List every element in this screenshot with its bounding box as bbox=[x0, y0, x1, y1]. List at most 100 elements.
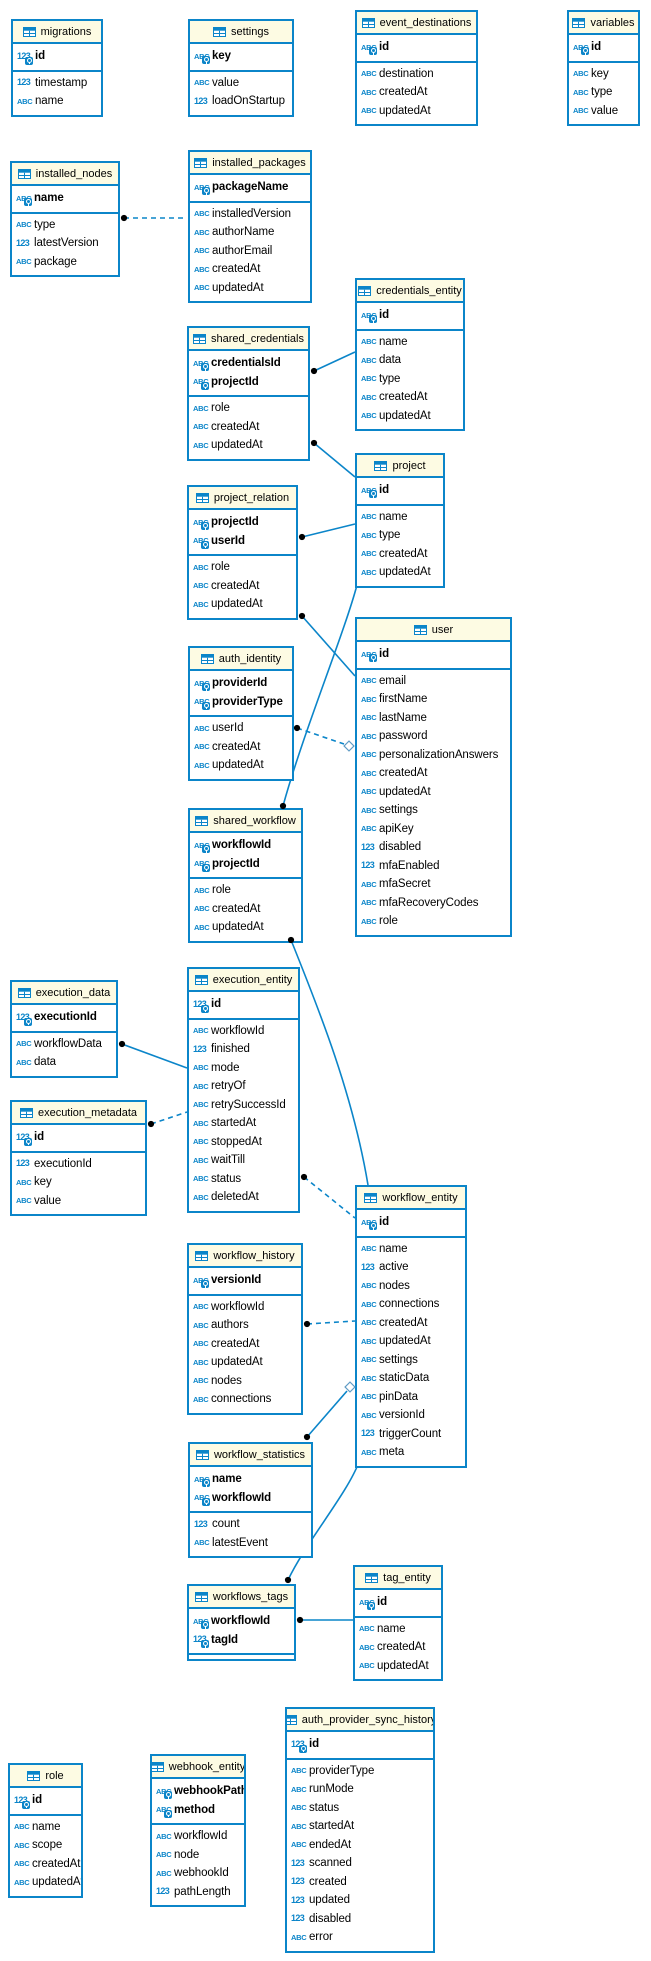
table-header[interactable]: migrations bbox=[13, 21, 101, 44]
table-tag_entity[interactable]: tag_entityABCidABCnameABCcreatedAtABCupd… bbox=[353, 1565, 443, 1681]
primary-key-row[interactable]: ABCid bbox=[357, 306, 463, 325]
table-header[interactable]: installed_nodes bbox=[12, 163, 118, 186]
table-header[interactable]: user bbox=[357, 619, 510, 642]
table-workflow_history[interactable]: workflow_historyABCversionIdABCworkflowI… bbox=[187, 1243, 303, 1415]
table-workflows_tags[interactable]: workflows_tagsABCworkflowId123tagId bbox=[187, 1584, 296, 1661]
table-header[interactable]: execution_metadata bbox=[12, 1102, 145, 1125]
table-header[interactable]: shared_workflow bbox=[190, 810, 301, 833]
primary-key-row[interactable]: ABCid bbox=[357, 1213, 465, 1232]
table-credentials_entity[interactable]: credentials_entityABCidABCnameABCdataABC… bbox=[355, 278, 465, 431]
table-header[interactable]: installed_packages bbox=[190, 152, 310, 175]
table-header[interactable]: shared_credentials bbox=[189, 328, 308, 351]
table-header[interactable]: project bbox=[357, 455, 443, 478]
table-shared_credentials[interactable]: shared_credentialsABCcredentialsIdABCpro… bbox=[187, 326, 310, 461]
primary-key-row[interactable]: ABCid bbox=[357, 38, 476, 57]
table-installed_nodes[interactable]: installed_nodesABCnameABCtype123latestVe… bbox=[10, 161, 120, 277]
primary-key-row[interactable]: ABCpackageName bbox=[190, 178, 310, 197]
relationship-line-project_relation-project[interactable] bbox=[301, 523, 356, 538]
relationship-line-workflow_history-workflow_entity[interactable] bbox=[306, 1320, 356, 1325]
table-header[interactable]: workflows_tags bbox=[189, 1586, 294, 1609]
table-workflow_entity[interactable]: workflow_entityABCidABCname123activeABCn… bbox=[355, 1185, 467, 1468]
primary-key-row[interactable]: ABCproviderId bbox=[190, 674, 292, 693]
table-project[interactable]: projectABCidABCnameABCtypeABCcreatedAtAB… bbox=[355, 453, 445, 588]
relationship-line-shared_credentials-project[interactable] bbox=[313, 442, 356, 478]
relationship-line-execution_data-execution_entity[interactable] bbox=[121, 1043, 188, 1069]
table-header[interactable]: execution_data bbox=[12, 982, 116, 1005]
relationship-line-execution_entity-workflow_entity[interactable] bbox=[303, 1176, 356, 1219]
relationship-line-execution_metadata-execution_entity[interactable] bbox=[150, 1111, 188, 1125]
table-header[interactable]: auth_provider_sync_history bbox=[287, 1709, 433, 1732]
table-webhook_entity[interactable]: webhook_entityABCwebhookPathABCmethodABC… bbox=[150, 1754, 246, 1907]
table-header[interactable]: project_relation bbox=[189, 487, 296, 510]
table-header[interactable]: workflow_entity bbox=[357, 1187, 465, 1210]
table-header[interactable]: event_destinations bbox=[357, 12, 476, 35]
